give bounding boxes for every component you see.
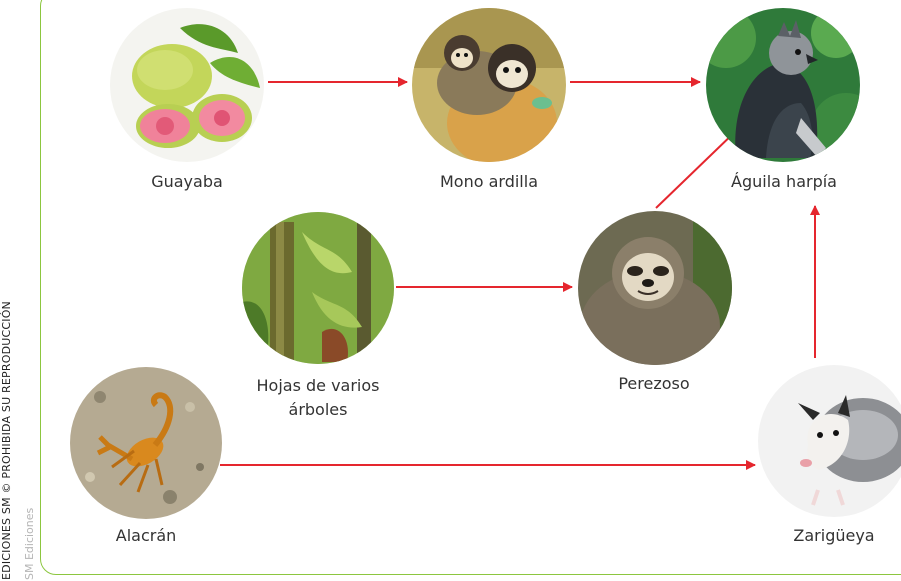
scorpion-photo: [70, 367, 222, 519]
guava-photo: [110, 8, 264, 162]
aguila-harpia-label: Águila harpía: [731, 170, 837, 194]
forest-leaves-photo: [242, 212, 394, 364]
hojas-label-line2: árboles: [289, 400, 348, 419]
sloth-photo: [578, 211, 732, 365]
opossum-photo: [758, 365, 901, 517]
perezoso-label: Perezoso: [618, 372, 689, 396]
guayaba-label: Guayaba: [151, 170, 223, 194]
mono-ardilla-label: Mono ardilla: [440, 170, 538, 194]
hojas-label-line1: Hojas de varios: [257, 376, 380, 395]
hojas-label: Hojas de varios árboles: [257, 374, 380, 422]
zarigueya-label: Zarigüeya: [793, 524, 874, 548]
harpy-eagle-photo: [706, 8, 860, 162]
alacran-label: Alacrán: [116, 524, 177, 548]
squirrel-monkey-photo: [412, 8, 566, 162]
